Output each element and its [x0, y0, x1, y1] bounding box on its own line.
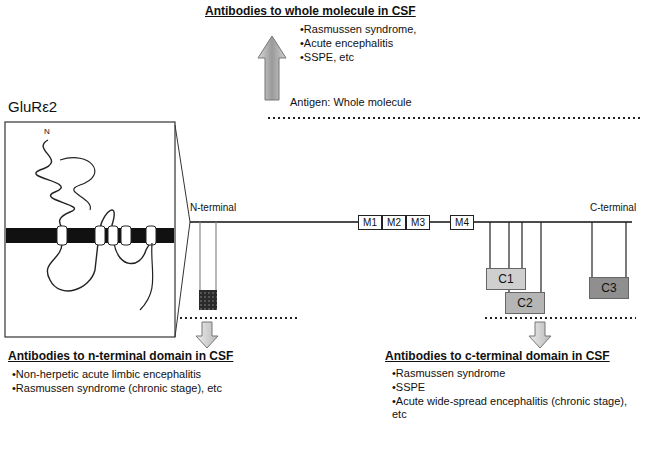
down-arrow	[529, 322, 551, 348]
peptide-box: C2	[505, 292, 545, 314]
box-label: M2	[387, 217, 401, 228]
transmembrane-box: M2	[382, 215, 406, 230]
transmembrane-box: M1	[358, 215, 382, 230]
receptor-illustration	[5, 122, 175, 337]
up-arrow	[258, 36, 286, 100]
terminus-mark: N	[44, 127, 50, 136]
box-label: M4	[455, 217, 469, 228]
bullet-item: •Non-herpetic acute limbic encephalitis	[12, 368, 201, 381]
box-label: C2	[512, 296, 538, 310]
molecule-name: GluRε2	[8, 98, 57, 115]
box-label: M3	[411, 217, 425, 228]
terminal-label: N-terminal	[190, 202, 236, 214]
section-heading: Antibodies to whole molecule in CSF	[205, 5, 416, 19]
bullet-item: •Rasmussen syndrome (chronic stage), etc	[12, 382, 222, 395]
section-heading: Antibodies to c-terminal domain in CSF	[385, 350, 610, 364]
down-arrow	[196, 322, 218, 348]
box-label: C3	[596, 281, 622, 295]
bullet-item: •Acute wide-spread encephalitis (chronic…	[392, 395, 627, 420]
antigen-label: Antigen: Whole molecule	[290, 96, 412, 109]
terminal-label: C-terminal	[590, 202, 636, 214]
zoom-line	[175, 125, 190, 222]
transmembrane-box: M3	[406, 215, 430, 230]
bullet-item: •SSPE	[392, 381, 425, 394]
transmembrane-box: M4	[450, 215, 474, 230]
bullet-item: •Acute encephalitis	[300, 37, 393, 50]
section-heading: Antibodies to n-terminal domain in CSF	[8, 350, 233, 364]
box-label: M1	[363, 217, 377, 228]
peptide-box: C3	[589, 277, 629, 299]
n-terminal-bracket	[199, 222, 217, 310]
dotted-line	[180, 317, 300, 319]
bullet-item: •SSPE, etc	[300, 51, 354, 64]
bullet-item: •Rasmussen syndrome,	[300, 23, 416, 36]
box-label: C1	[493, 272, 519, 286]
dotted-line	[268, 117, 640, 119]
dotted-line	[485, 317, 636, 319]
zoom-line	[175, 222, 190, 337]
bullet-item: •Rasmussen syndrome	[392, 367, 505, 380]
peptide-box: C1	[486, 268, 526, 290]
